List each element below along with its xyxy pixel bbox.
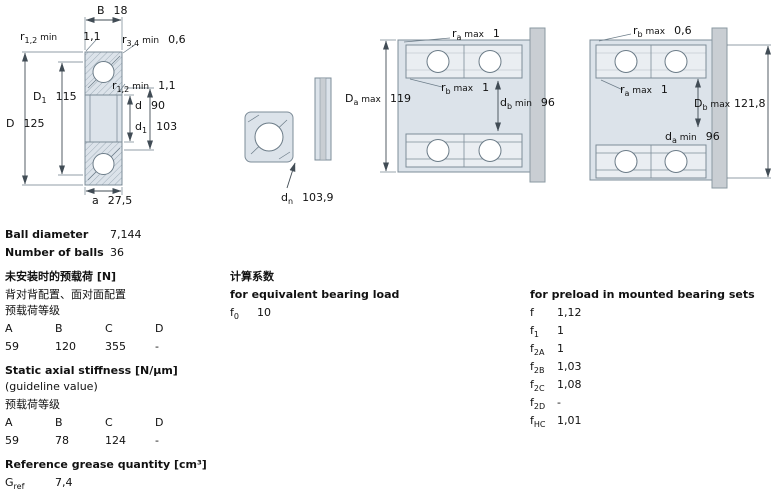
ball <box>254 122 284 152</box>
factor-row-fHC: fHC 1,01 <box>530 414 582 432</box>
stiffness-subtitle: (guideline value) <box>5 380 98 393</box>
factor-symbol: f2A <box>530 342 545 358</box>
factor-value: 10 <box>257 306 271 319</box>
factor-row-f2C: f2C 1,08 <box>530 378 582 396</box>
preload-unmounted-title: 未安装时的预载荷 [N] <box>5 270 117 283</box>
preload-class-label: 预载荷等级 <box>5 304 60 317</box>
mounted-set-drawing-1 <box>380 27 546 183</box>
dim-label-Db-max: Db max <box>694 97 731 113</box>
factor-row-f2B: f2B 1,03 <box>530 360 582 378</box>
preload-factors-title: for preload in mounted bearing sets <box>530 288 755 301</box>
factor-value: - <box>557 396 561 409</box>
dim-label-Da-max: Da max <box>345 92 381 108</box>
stiffness-class-label: 预载荷等级 <box>5 398 60 411</box>
mounted-set-drawing-2 <box>589 27 771 189</box>
grease-value: 7,4 <box>55 476 73 489</box>
shaft-section <box>529 27 546 183</box>
factor-value: 1,01 <box>557 414 582 427</box>
factor-symbol: fHC <box>530 414 546 430</box>
mounting-drawing <box>244 77 332 189</box>
preload-unmounted-subtitle: 背对背配置、面对面配置 <box>5 288 126 301</box>
housing-section <box>711 27 728 189</box>
factor-value: 1 <box>557 342 564 355</box>
factor-symbol: f1 <box>530 324 539 340</box>
dim-value-Db-max: 121,8 <box>734 97 766 110</box>
grease-value-row: Gref 7,4 <box>5 476 73 494</box>
factor-symbol: f2C <box>530 378 545 394</box>
equiv-load-title: for equivalent bearing load <box>230 288 400 301</box>
calc-factors-title: 计算系数 <box>230 270 274 283</box>
factor-value: 1,03 <box>557 360 582 373</box>
ball-top <box>92 61 115 83</box>
factor-symbol: f2B <box>530 360 545 376</box>
factor-row-f1: f1 1 <box>530 324 564 342</box>
grease-symbol: Gref <box>5 476 25 492</box>
factor-symbol: f0 <box>230 306 239 322</box>
spec-value: 7,144 <box>110 228 142 241</box>
factor-row-f: f 1,12 <box>530 306 582 324</box>
factor-value: 1,12 <box>557 306 582 319</box>
factor-row-f2A: f2A 1 <box>530 342 564 360</box>
factor-row-f2D: f2D- <box>530 396 561 414</box>
factor-f0-row: f0 10 <box>230 306 271 324</box>
stiffness-title: Static axial stiffness [N/μm] <box>5 364 178 377</box>
bearing-cross-section-drawing <box>22 17 154 195</box>
spec-ball-diameter: Ball diameter 7,144 <box>5 228 142 242</box>
grease-title: Reference grease quantity [cm³] <box>5 458 207 471</box>
factor-symbol: f2D <box>530 396 546 412</box>
spec-value: 36 <box>110 246 124 259</box>
dim-value-Da-max: 119 <box>390 92 411 105</box>
spec-label: Number of balls <box>5 246 104 259</box>
spec-number-of-balls: Number of balls 36 <box>5 246 124 260</box>
factor-value: 1,08 <box>557 378 582 391</box>
factor-value: 1 <box>557 324 564 337</box>
spec-label: Ball diameter <box>5 228 89 241</box>
factor-symbol: f <box>530 306 534 319</box>
ball-bottom <box>92 153 115 175</box>
